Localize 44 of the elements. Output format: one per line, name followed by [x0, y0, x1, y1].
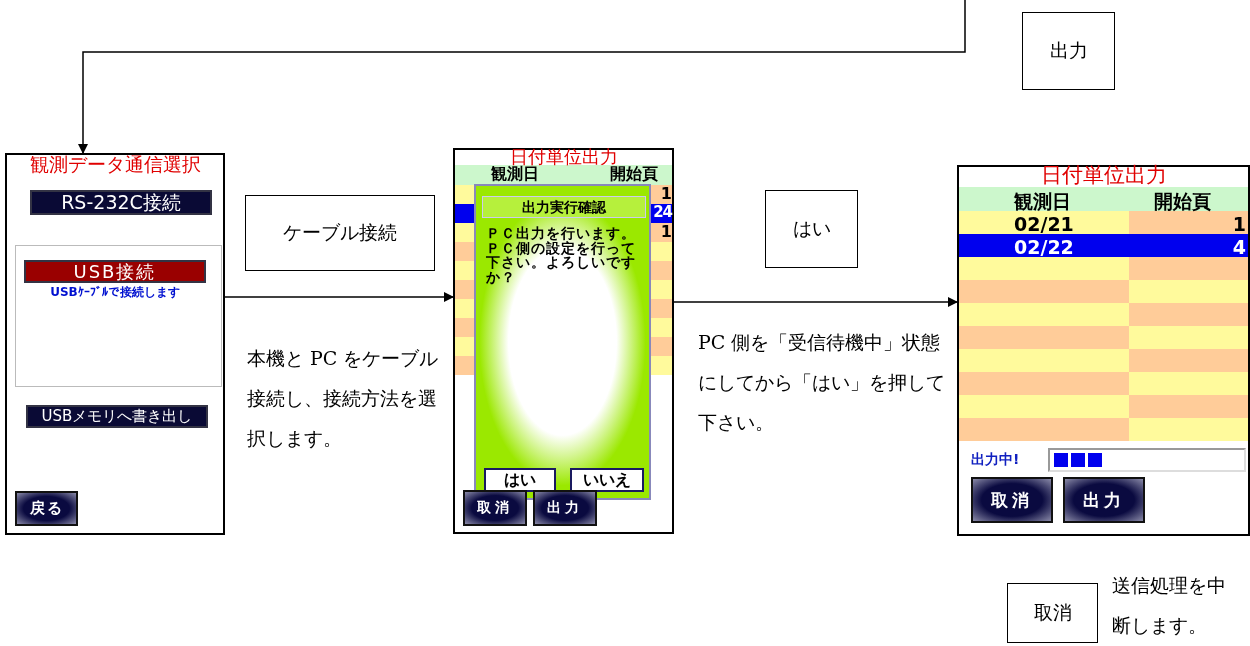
screen-button: 出力	[533, 490, 597, 526]
progress-bar	[1048, 448, 1246, 472]
dialog-button: はい	[484, 468, 556, 492]
arrow	[78, 0, 966, 154]
column-header: 観測日	[491, 166, 539, 182]
note-text: PC 側を「受信待機中」状態にしてから「はい」を押して下さい。	[698, 330, 946, 435]
status-text: 出力中!	[971, 452, 1021, 466]
column-header: 開始頁	[610, 166, 659, 182]
table-cell-text: 1	[659, 186, 672, 202]
dialog-box	[474, 184, 651, 500]
note-text: 本機と PC をケーブル接続し、接続方法を選択します。	[247, 346, 440, 451]
table-cell-text: 02/22	[1014, 238, 1075, 257]
screen-title: 観測データ通信選択	[28, 155, 202, 174]
screen-button: RS-232C接続	[30, 190, 212, 215]
phone-screen	[5, 153, 225, 535]
column-header: 開始頁	[1154, 192, 1212, 211]
arrow	[224, 292, 454, 302]
screen-button: USB接続	[24, 260, 206, 283]
phone-screen	[453, 148, 674, 534]
dialog-title: 出力実行確認	[482, 196, 646, 218]
note-text: 送信処理を中断します。	[1112, 573, 1227, 638]
column-header: 観測日	[1014, 192, 1072, 211]
table-cell-text: 02/21	[1014, 215, 1075, 234]
screen-button: 出力	[1063, 477, 1145, 523]
screen-title: 日付単位出力	[1039, 165, 1168, 186]
dialog-message: ＰＣ出力を行います。ＰＣ側の設定を行って下さい。よろしいですか？	[486, 226, 637, 285]
dialog-button: いいえ	[570, 468, 644, 492]
screen-button: 取消	[463, 490, 527, 526]
button-caption: USBｹｰﾌﾞﾙで接続します	[49, 286, 181, 298]
table-cell: 24	[652, 205, 672, 220]
callout-box: 出力	[1022, 12, 1115, 90]
arrow	[673, 297, 958, 307]
screen-button: 戻る	[15, 491, 78, 526]
callout-box: ケーブル接続	[245, 195, 435, 271]
phone-screen	[957, 165, 1250, 536]
screen-button: USBメモリへ書き出し	[26, 405, 208, 428]
callout-box: はい	[765, 190, 858, 268]
table-cell-text: 1	[659, 224, 672, 240]
callout-box: 取消	[1007, 583, 1098, 643]
table-cell-text: 4	[1231, 238, 1246, 257]
screen-title: 日付単位出力	[509, 148, 618, 166]
group-frame	[15, 245, 222, 387]
screen-button: 取消	[971, 477, 1053, 523]
table-cell-text: 1	[1231, 215, 1246, 234]
